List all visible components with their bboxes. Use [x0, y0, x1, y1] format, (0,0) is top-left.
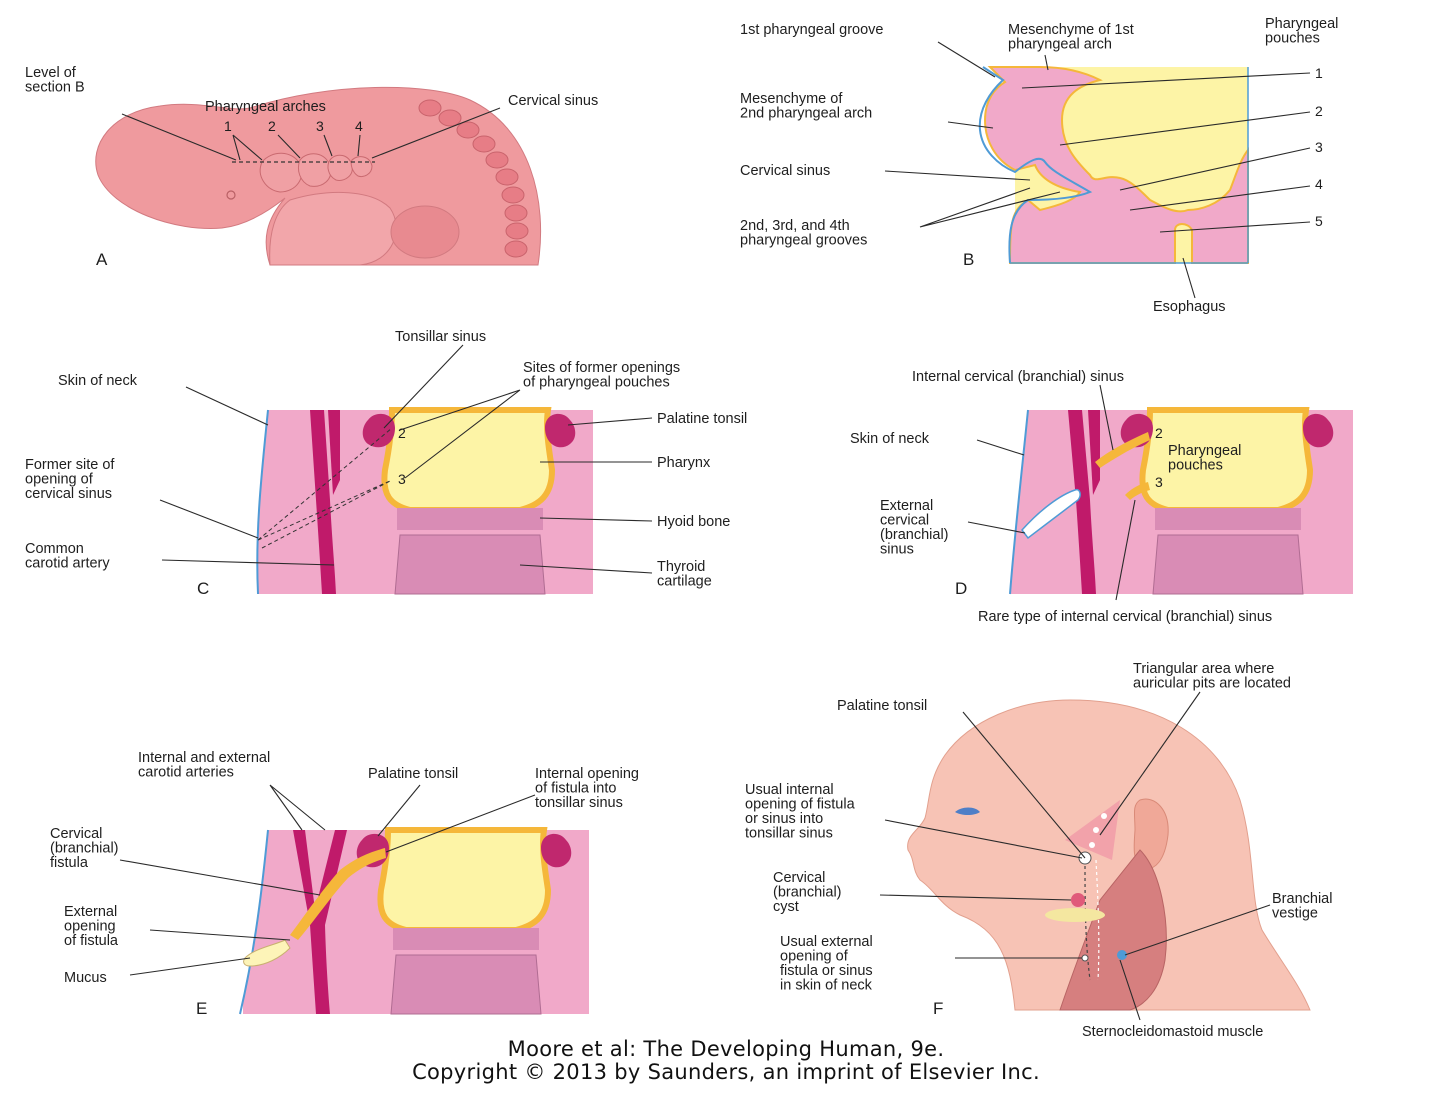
pharyngeal-arches [259, 152, 373, 193]
pharynx-label: Pharynx [657, 455, 711, 471]
skin-of-neck-d-label: Skin of neck [850, 431, 930, 447]
skin-of-neck-c-label: Skin of neck [58, 373, 138, 389]
carotid-artery [1068, 410, 1096, 594]
panel-d: Internal cervical (branchial) sinus Skin… [850, 369, 1353, 625]
external-sinus-tract [1021, 488, 1081, 540]
credit-line-2: Copyright © 2013 by Saunders, an imprint… [412, 1060, 1040, 1084]
mucus-label: Mucus [64, 970, 107, 986]
sternocleidomastoid-muscle [1059, 849, 1167, 1011]
palatine-tonsil [362, 413, 395, 448]
credit-line-1: Moore et al: The Developing Human, 9e. [507, 1037, 945, 1061]
cervical-sinus-b-label: Cervical sinus [740, 163, 830, 179]
auricular-pit [1101, 813, 1107, 819]
pouch-number: 3 [1315, 139, 1323, 155]
pharyngeal-arches-label: Pharyngeal arches [205, 99, 326, 115]
rare-sinus-tract [1125, 482, 1150, 500]
arch-number: 1 [224, 118, 232, 134]
mucus-drop [243, 939, 291, 967]
somites [418, 99, 529, 258]
pouch-number: 1 [1315, 65, 1323, 81]
carotid-artery [310, 410, 336, 594]
auricular-pit [1093, 827, 1099, 833]
cervical-fistula-label: Cervical(branchial)fistula [50, 826, 119, 871]
rare-type-label: Rare type of internal cervical (branchia… [978, 609, 1272, 625]
esophagus-label: Esophagus [1153, 299, 1226, 315]
panel-letter: E [196, 999, 207, 1018]
panel-letter: A [96, 250, 108, 269]
pharynx [381, 407, 556, 513]
arch-number: 2 [268, 118, 276, 134]
carotid-arteries [293, 830, 347, 1014]
arch-number: 3 [316, 118, 324, 134]
pouch-opening-number: 2 [398, 425, 406, 441]
internal-sinus-label: Internal cervical (branchial) sinus [912, 369, 1124, 385]
branchial-vestige [1117, 950, 1127, 960]
palatine-tonsil-e-label: Palatine tonsil [368, 766, 458, 782]
hyoid-bone [393, 928, 539, 950]
hyoid-bone [1155, 508, 1301, 530]
cervical-cyst [1071, 893, 1085, 907]
internal-sinus-tract [1095, 432, 1150, 468]
pouch-number: 2 [1155, 425, 1163, 441]
hyoid-bone [397, 508, 543, 530]
first-groove-label: 1st pharyngeal groove [740, 22, 884, 38]
palatine-tonsil-f-label: Palatine tonsil [837, 698, 927, 714]
cervical-cyst-label: Cervical(branchial)cyst [773, 870, 842, 915]
embryo-eye-placode [226, 190, 236, 200]
pouch-number: 4 [1315, 176, 1323, 192]
panel-letter: F [933, 999, 943, 1018]
cervical-sinus-label: Cervical sinus [508, 93, 598, 109]
sternocleidomastoid-label: Sternocleidomastoid muscle [1082, 1024, 1263, 1040]
pouch-number: 3 [1155, 474, 1163, 490]
arch-number: 4 [355, 118, 363, 134]
thyroid-cartilage [1152, 534, 1304, 595]
auricular-pit [1089, 842, 1095, 848]
pouch-opening-number: 3 [398, 471, 406, 487]
panel-c: Tonsillar sinus Sites of former openings… [25, 329, 747, 598]
embryo-heart-bulge [269, 192, 397, 266]
hyoid-f [1045, 908, 1105, 922]
embryo-limb-bud [390, 205, 460, 259]
panel-letter: C [197, 579, 209, 598]
hyoid-bone-label: Hyoid bone [657, 514, 730, 530]
thyroid-cartilage [394, 534, 546, 595]
panel-letter: B [963, 250, 974, 269]
panel-letter: D [955, 579, 967, 598]
palatine-tonsil-c-label: Palatine tonsil [657, 411, 747, 427]
thyroid-cartilage [390, 954, 542, 1015]
pouch-number: 2 [1315, 103, 1323, 119]
tonsillar-sinus-label: Tonsillar sinus [395, 329, 486, 345]
pouch-number: 5 [1315, 213, 1323, 229]
fistula-tract [290, 848, 386, 940]
external-opening-marker [1081, 954, 1089, 962]
mesenchyme-tissue [983, 66, 1249, 264]
eye [955, 807, 980, 815]
skin-surface [243, 410, 268, 594]
